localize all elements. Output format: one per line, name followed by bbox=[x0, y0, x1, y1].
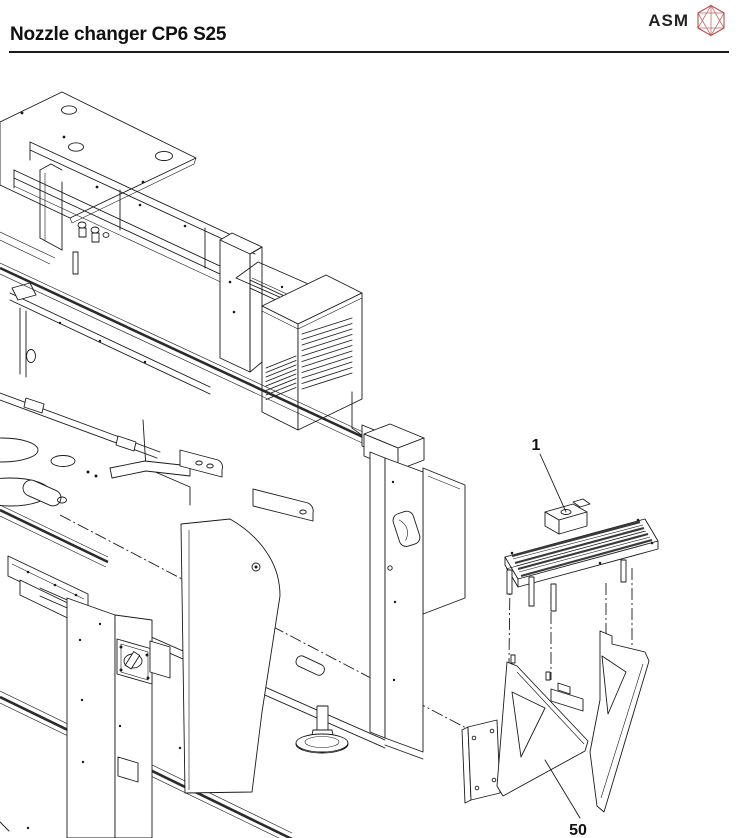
leveling-foot bbox=[295, 705, 349, 754]
floor-marks bbox=[0, 724, 182, 832]
column-handle bbox=[392, 510, 421, 547]
gantry-bridge bbox=[13, 141, 311, 317]
page-header: Nozzle changer CP6 S25 ASM bbox=[0, 0, 739, 60]
machine-frame bbox=[0, 91, 469, 838]
slide-piece bbox=[22, 479, 62, 507]
work-table bbox=[0, 419, 314, 522]
dowel-rod bbox=[295, 655, 325, 676]
asm-logo-text: ASM bbox=[648, 11, 689, 30]
power-switch bbox=[116, 638, 171, 685]
callout-1: 1 bbox=[532, 437, 567, 513]
top-cover-plate bbox=[0, 91, 197, 224]
mid-rail bbox=[0, 392, 161, 459]
right-front-column bbox=[363, 423, 466, 760]
plate-support-column bbox=[39, 163, 110, 275]
bracket-back-plate bbox=[461, 719, 501, 804]
technical-drawing: 1 50 bbox=[0, 56, 739, 838]
nozzle-changer-plate bbox=[504, 498, 659, 612]
support-arm bbox=[109, 460, 191, 479]
callout-50-leader bbox=[544, 759, 581, 819]
callout-1-label: 1 bbox=[532, 437, 541, 454]
callout-50: 50 bbox=[544, 759, 587, 838]
title-underline bbox=[9, 51, 729, 53]
plate-rails bbox=[511, 520, 653, 578]
callout-1-leader bbox=[539, 453, 567, 513]
mount-block-1 bbox=[179, 449, 223, 478]
bracket-rear-gusset bbox=[589, 630, 650, 813]
bracket-front-gusset bbox=[496, 654, 589, 797]
vent-grille-large bbox=[301, 317, 353, 390]
mount-block-2 bbox=[252, 488, 314, 522]
left-frame-beam bbox=[0, 231, 211, 395]
plate-standoff-pins bbox=[506, 559, 627, 612]
asm-logo: ASM bbox=[648, 2, 728, 40]
rear-column bbox=[219, 232, 263, 373]
mounting-bracket bbox=[461, 630, 650, 813]
lower-rail-carriage bbox=[0, 504, 109, 625]
nozzle-changer-assembly: 1 50 bbox=[461, 437, 659, 838]
callout-50-label: 50 bbox=[569, 822, 587, 838]
corner-cover bbox=[180, 518, 281, 794]
asm-hexagon-icon bbox=[694, 2, 728, 40]
left-front-column bbox=[66, 597, 171, 838]
vent-tower bbox=[261, 274, 386, 453]
page-title: Nozzle changer CP6 S25 bbox=[10, 24, 227, 45]
plate-block bbox=[544, 498, 591, 535]
bracket-cross-bar bbox=[550, 682, 584, 712]
assembly-axis-lines bbox=[508, 568, 633, 680]
